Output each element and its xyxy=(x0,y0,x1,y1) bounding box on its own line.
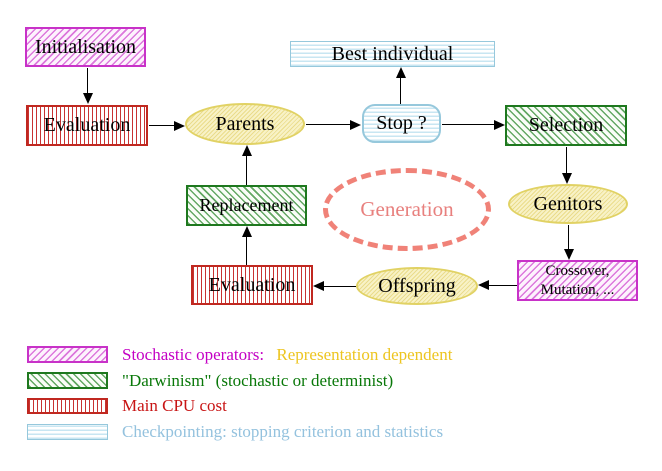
node-best-individual-label: Best individual xyxy=(331,42,454,65)
node-selection: Selection xyxy=(505,105,627,146)
legend-label-stochastic-operators-text: Stochastic operators: xyxy=(122,345,265,364)
node-stop: Stop ? xyxy=(362,104,441,143)
node-offspring-label: Offspring xyxy=(378,274,456,297)
arrow-evaluation-to-replacement xyxy=(246,237,247,265)
legend-swatch-checkpointing xyxy=(27,424,108,440)
arrow-replacement-to-parents-head xyxy=(242,145,252,156)
node-crossover-label-line2: Mutation, ... xyxy=(540,281,615,298)
node-evaluation-bottom-label: Evaluation xyxy=(208,273,296,296)
node-initialisation: Initialisation xyxy=(25,27,146,67)
arrow-evaluation-to-parents-head xyxy=(174,121,185,131)
arrow-parents-to-stop-head xyxy=(350,120,361,130)
node-genitors: Genitors xyxy=(508,184,628,224)
arrow-parents-to-stop xyxy=(306,124,351,125)
arrow-offspring-to-evaluation xyxy=(324,286,356,287)
arrow-stop-to-selection-head xyxy=(494,120,505,130)
node-initialisation-label: Initialisation xyxy=(34,35,137,58)
legend-swatch-main-cpu-cost xyxy=(27,398,108,414)
arrow-initialisation-to-evaluation xyxy=(87,68,88,94)
legend-label-checkpointing-text: Checkpointing: stopping criterion and st… xyxy=(122,422,444,441)
legend-label-main-cpu-cost-text: Main CPU cost xyxy=(122,396,227,415)
arrow-evaluation-to-replacement-head xyxy=(242,226,252,237)
node-evaluation-top: Evaluation xyxy=(26,105,148,146)
arrow-initialisation-to-evaluation-head xyxy=(83,93,93,104)
node-parents: Parents xyxy=(185,103,305,145)
node-stop-label: Stop ? xyxy=(376,112,427,134)
legend-swatch-darwinism xyxy=(27,372,108,389)
arrow-genitors-to-crossover xyxy=(568,225,569,250)
node-offspring: Offspring xyxy=(356,267,478,305)
legend-label-representation-dependent-text: Representation dependent xyxy=(276,345,453,364)
arrow-selection-to-genitors-head xyxy=(562,173,572,184)
legend-swatch-stochastic-operators xyxy=(27,346,108,363)
generation-loop-ellipse: Generation xyxy=(323,168,491,251)
node-evaluation-top-label: Evaluation xyxy=(43,114,131,136)
arrow-genitors-to-crossover-head xyxy=(564,249,574,260)
node-evaluation-bottom: Evaluation xyxy=(191,265,313,305)
arrow-stop-to-selection xyxy=(442,124,494,125)
node-crossover-mutation: Crossover, Mutation, ... xyxy=(517,260,638,301)
node-replacement-label: Replacement xyxy=(199,195,294,215)
node-best-individual: Best individual xyxy=(290,41,495,67)
arrow-offspring-to-evaluation-head xyxy=(313,281,324,291)
legend-label-darwinism: "Darwinism" (stochastic or determinist) xyxy=(122,370,393,392)
generation-label: Generation xyxy=(360,197,454,221)
node-parents-label: Parents xyxy=(215,112,275,135)
arrow-stop-to-best-individual-head xyxy=(396,67,406,78)
node-crossover-label-line1: Crossover, xyxy=(545,262,610,279)
node-replacement: Replacement xyxy=(186,185,307,226)
arrow-evaluation-to-parents xyxy=(149,125,175,126)
arrow-crossover-to-offspring xyxy=(489,285,517,286)
legend-label-checkpointing: Checkpointing: stopping criterion and st… xyxy=(122,421,443,443)
arrow-crossover-to-offspring-head xyxy=(478,280,489,290)
arrow-selection-to-genitors xyxy=(566,147,567,174)
legend-label-main-cpu-cost: Main CPU cost xyxy=(122,395,227,417)
legend-label-stochastic-operators: Stochastic operators: Representation dep… xyxy=(122,344,452,366)
arrow-stop-to-best-individual xyxy=(400,78,401,104)
node-selection-label: Selection xyxy=(528,114,604,136)
legend-label-darwinism-text: "Darwinism" (stochastic or determinist) xyxy=(122,371,394,390)
arrow-replacement-to-parents xyxy=(246,156,247,185)
node-genitors-label: Genitors xyxy=(533,192,603,215)
